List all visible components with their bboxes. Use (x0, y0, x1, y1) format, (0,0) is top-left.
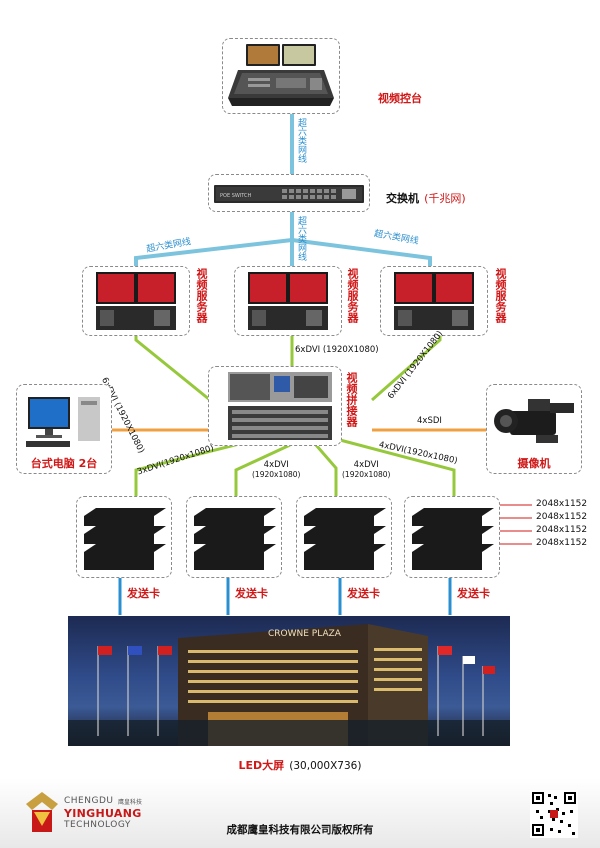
switch-device-icon: POE SWITCH (214, 185, 364, 203)
sender-label-3: 发送卡 (347, 587, 380, 600)
sender-box-2 (186, 496, 282, 578)
server-box-mid (234, 266, 342, 336)
cable-label-top: 超六类网线 (296, 118, 306, 163)
server-label-mid: 视频服务器 (346, 268, 359, 323)
company-logo-icon (26, 792, 58, 832)
splicer-label: 视频拼接器 (345, 372, 358, 427)
camera-label: 摄像机 (517, 457, 551, 470)
switch-label: 交换机 (千兆网) (386, 192, 466, 205)
splicer-box (208, 366, 342, 446)
switch-brand-text: POE SWITCH (220, 193, 252, 199)
dvi-out-3 (314, 444, 338, 498)
switch-box: POE SWITCH (208, 174, 370, 212)
sender-box-4 (404, 496, 500, 578)
sender-box-1 (76, 496, 172, 578)
resolution-label: 2048x1152 (536, 512, 588, 522)
server-box-left (82, 266, 190, 336)
resolution-label: 2048x1152 (536, 525, 588, 535)
resolution-label: 2048x1152 (536, 538, 588, 548)
dvi-server-left (134, 335, 211, 402)
pc-box: 台式电脑 2台 (16, 384, 112, 474)
sender-card-stack-icon (304, 508, 386, 570)
camera-box: 摄像机 (486, 384, 582, 474)
console-label: 视频控台 (378, 92, 422, 105)
sender-card-stack-icon (84, 508, 166, 570)
dvi-out-4 (339, 438, 456, 498)
sender-label-1: 发送卡 (127, 587, 160, 600)
cable-switch-server-left (134, 238, 293, 268)
server-box-right (380, 266, 488, 336)
dvi-out-1 (134, 438, 256, 498)
company-pinyin-1: CHENGDU (64, 796, 114, 806)
out-label-3: 4xDVI (1920x1080) (342, 460, 391, 479)
sender-box-3 (296, 496, 392, 578)
qr-code-icon (530, 790, 578, 838)
video-camera-icon (494, 399, 574, 443)
sender-label-2: 发送卡 (235, 587, 268, 600)
out-label-2: 4xDVI (1920x1080) (252, 460, 301, 479)
company-cn-small: 鹰皇科技 (118, 799, 143, 806)
dvi-label-mid: 6xDVI (1920X1080) (295, 345, 379, 355)
cable-label-mid: 超六类网线 (296, 216, 306, 261)
server-device-icon (248, 272, 328, 330)
server-label-right: 视频服务器 (494, 268, 507, 323)
led-label: LED大屏 (30,000X736) (238, 759, 362, 772)
footer-bar: CHENGDU 鹰皇科技 YINGHUANG TECHNOLOGY 成都鹰皇科技… (0, 778, 600, 848)
server-device-icon (394, 272, 474, 330)
hotel-sign-text: CROWNE PLAZA (268, 629, 342, 639)
sender-card-stack-icon (412, 508, 494, 570)
sender-label-4: 发送卡 (457, 587, 490, 600)
splicer-device-icon (228, 372, 332, 440)
company-pinyin-2: YINGHUANG (64, 807, 142, 820)
server-label-left: 视频服务器 (195, 268, 208, 323)
sender-card-stack-icon (194, 508, 276, 570)
server-device-icon (96, 272, 176, 330)
company-en: TECHNOLOGY (64, 820, 131, 830)
copyright-text: 成都鹰皇科技有限公司版权所有 (226, 824, 374, 836)
dvi-out-2 (234, 443, 291, 498)
cable-switch-server-right (291, 238, 432, 268)
resolution-label: 2048x1152 (536, 499, 588, 509)
console-box (222, 38, 340, 114)
hotel-building-image: CROWNE PLAZA (68, 624, 510, 746)
desktop-computer-icon (26, 397, 100, 447)
sdi-label: 4xSDI (417, 416, 442, 426)
pc-label: 台式电脑 2台 (30, 457, 98, 470)
dvi-server-right (371, 335, 442, 402)
led-screen-photo: CROWNE PLAZA (68, 616, 510, 746)
console-device-icon (228, 44, 334, 106)
